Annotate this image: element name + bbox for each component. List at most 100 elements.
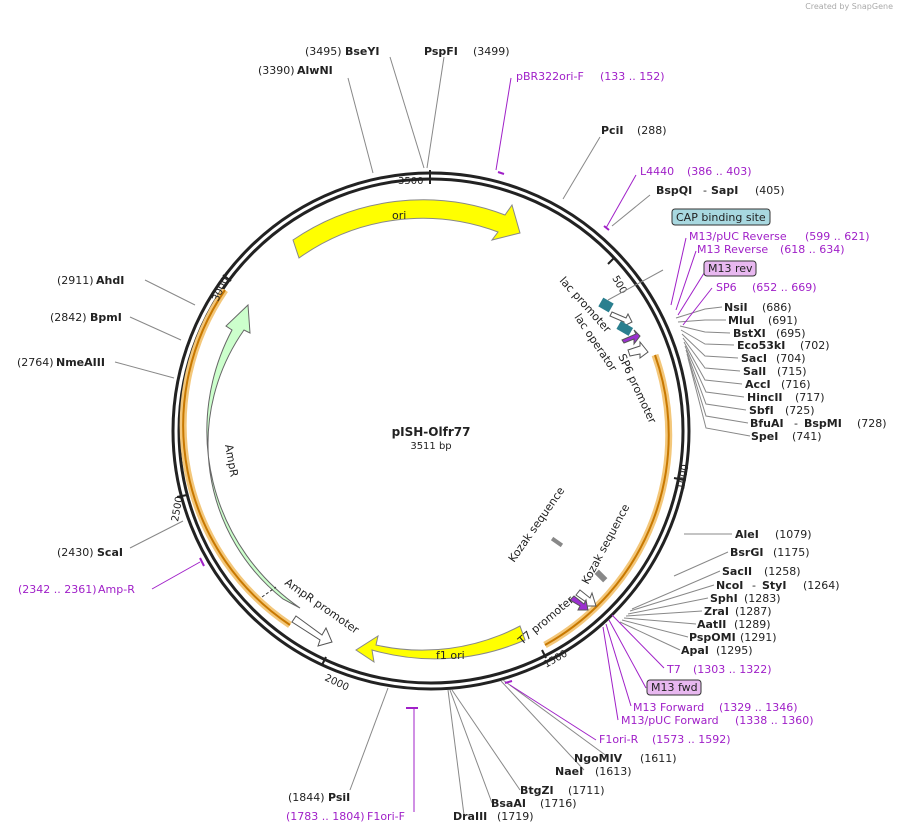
site-draiii-name: DraIII [453, 810, 487, 823]
primer-m13-puc-reverse-range: (599 .. 621) [805, 230, 870, 243]
site-eco53ki-pos: (702) [800, 339, 830, 352]
tick-3500-label: 3500 [398, 176, 423, 187]
site-draiii-pos: (1719) [497, 810, 534, 823]
ampr-promoter-arrow [291, 615, 333, 647]
site-ncoi-sep: - [752, 579, 756, 592]
leader-pcii [562, 136, 601, 200]
primer-f1ori-f-range: (1783 .. 1804) [286, 810, 365, 823]
m13-rev-box [703, 260, 757, 277]
tick-2000-mark [321, 656, 327, 666]
primer-m13-puc-forward-name: M13/pUC Forward [621, 714, 719, 727]
site-pspomi-pos: (1291) [740, 631, 777, 644]
primer-f1ori-f-name: F1ori-F [367, 810, 405, 823]
leader-sacii [631, 570, 721, 610]
site-apai-pos: (1295) [716, 644, 753, 657]
leader-psii [349, 687, 389, 791]
leader-bspqi [611, 194, 651, 227]
site-bsrgi-pos: (1175) [773, 546, 810, 559]
site-bfuai-name: BfuAI [750, 417, 784, 430]
site-aatii-name: AatII [697, 618, 726, 631]
leader-sp6 [682, 287, 713, 326]
leader-btgzi [451, 689, 521, 791]
site-scai-pos: (2430) [57, 546, 94, 559]
leader-scai [129, 520, 184, 549]
tick-1500-mark [541, 649, 547, 659]
lac-operator-mark [616, 321, 634, 336]
primer-sp6-range: (652 .. 669) [752, 281, 817, 294]
site-acci-pos: (716) [781, 378, 811, 391]
primer-l4440-range: (386 .. 403) [687, 165, 752, 178]
primer-t7-range: (1303 .. 1322) [693, 663, 772, 676]
primer-pbr322ori-f-range: (133 .. 152) [600, 70, 665, 83]
site-pspomi-name: PspOMI [689, 631, 736, 644]
kozak-mark-2 [594, 569, 608, 583]
leader-nsii [675, 306, 723, 319]
leader-pspfi [426, 56, 445, 169]
site-bsaai-pos: (1716) [540, 797, 577, 810]
ampr-split-mark [261, 586, 277, 598]
leader-mlui [677, 319, 726, 323]
site-alwni-name: AlwNI [297, 64, 333, 77]
site-bspmi-pos: (728) [857, 417, 887, 430]
leader-bsrgi [673, 551, 729, 577]
site-alei-name: AleI [735, 528, 759, 541]
primer-m13-rev-name: M13 rev [708, 262, 753, 275]
kozak-sequence-label-1: Kozak sequence [506, 484, 568, 564]
leader-ahdi [144, 279, 196, 306]
site-ngomiv-name: NgoMIV [574, 752, 623, 765]
site-ahdi-pos: (2911) [57, 274, 94, 287]
insert-arc-right [544, 354, 670, 646]
site-sacii-pos: (1258) [764, 565, 801, 578]
leader-aatii [623, 617, 697, 625]
primer-m13-forward-range: (1329 .. 1346) [719, 701, 798, 714]
site-ncoi-name: NcoI [716, 579, 743, 592]
cap-binding-site-mark [598, 297, 614, 313]
sp6-promoter-arrow [627, 340, 649, 359]
leader-saci [681, 333, 739, 359]
leader-hincii [684, 345, 745, 398]
leader-bpmi [129, 316, 182, 341]
m13-fwd-box [646, 679, 702, 696]
snapgene-credit: Created by SnapGene [805, 2, 893, 11]
site-naei-name: NaeI [555, 765, 583, 778]
site-bpmi-name: BpmI [90, 311, 122, 324]
site-sapi-pos: (405) [755, 184, 785, 197]
leader-m13-rev [677, 269, 707, 316]
site-nsii-pos: (686) [762, 301, 792, 314]
leader-draiii [447, 689, 465, 816]
site-pcii-name: PciI [601, 124, 623, 137]
site-sacii-name: SacII [722, 565, 752, 578]
site-saci-name: SacI [741, 352, 767, 365]
ampr-label: AmpR [222, 443, 241, 478]
site-alei-pos: (1079) [775, 528, 812, 541]
site-eco53ki-name: Eco53kI [737, 339, 785, 352]
site-mlui-pos: (691) [768, 314, 798, 327]
site-nmeaiii-name: NmeAIII [56, 356, 105, 369]
site-scai-name: ScaI [97, 546, 123, 559]
site-aatii-pos: (1289) [734, 618, 771, 631]
primer-m13-reverse-range: (618 .. 634) [780, 243, 845, 256]
site-bseyi-name: BseYI [345, 45, 379, 58]
leader-t7 [611, 614, 665, 669]
t7-promoter-arrow [575, 589, 597, 607]
primer-mark-amp-r [199, 557, 205, 567]
site-psii-name: PsiI [328, 791, 350, 804]
leader-bsaai [449, 689, 493, 804]
site-saci-pos: (704) [776, 352, 806, 365]
leader-pbr322ori-f [495, 77, 512, 171]
primer-m13-reverse-name: M13 Reverse [697, 243, 768, 256]
site-hincii-pos: (717) [795, 391, 825, 404]
leader-acci [683, 341, 743, 385]
leader-cap [607, 269, 664, 301]
cap-binding-site-label: CAP binding site [676, 211, 766, 224]
t7-primer-arrow [569, 595, 589, 611]
leader-amp-r [151, 561, 201, 590]
primer-mark-l4440 [603, 225, 610, 231]
primer-m13-puc-forward-range: (1338 .. 1360) [735, 714, 814, 727]
site-sphi-name: SphI [710, 592, 738, 605]
tick-1000-label: 1000 [676, 464, 691, 491]
site-naei-pos: (1613) [595, 765, 632, 778]
cap-binding-site-box [671, 208, 771, 226]
f1-ori-feature-arrow [355, 625, 526, 664]
sp6-primer-arrow [621, 329, 641, 346]
